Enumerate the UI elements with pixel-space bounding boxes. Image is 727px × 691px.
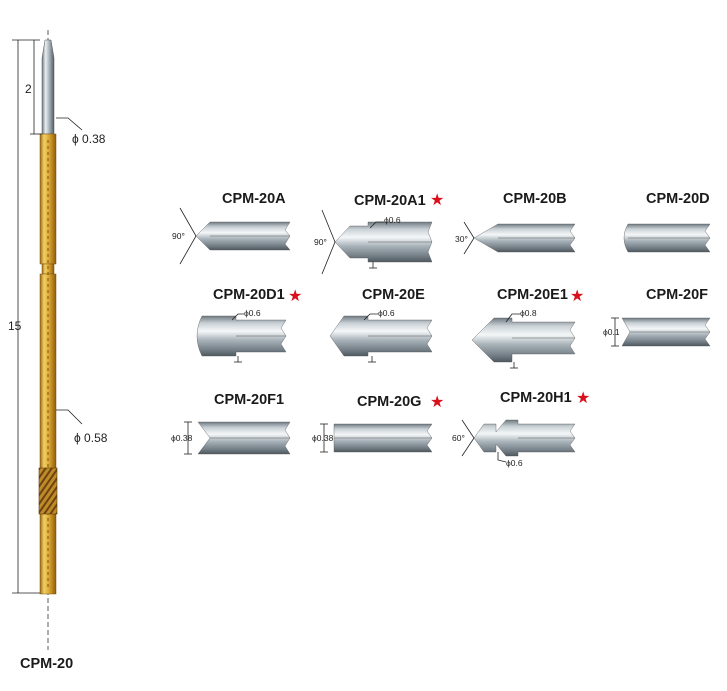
main-probe: 15 2 ϕ 0.38 ϕ 0.58 CPM-20	[8, 30, 108, 672]
tip-name: CPM-20E	[362, 287, 425, 303]
tip-cpm-20d: CPM-20D	[623, 191, 711, 253]
tip-angle: 60°	[452, 433, 465, 443]
tip-name: CPM-20D1	[213, 287, 285, 303]
tip-diameter: ϕ0.38	[312, 433, 334, 443]
tip-cpm-20d1: CPM-20D1 ★ ϕ0.6	[196, 287, 302, 363]
tip-cpm-20h1: CPM-20H1 ★ 60° ϕ0.6	[452, 390, 590, 468]
tip-angle: 90°	[314, 237, 327, 247]
tip-diameter: ϕ0.8	[520, 308, 537, 318]
tip-name: CPM-20H1	[500, 390, 572, 406]
tip-diameter: ϕ0.6	[244, 308, 261, 318]
tip-cpm-20a: CPM-20A 90°	[172, 191, 291, 265]
tip-name: CPM-20F	[646, 287, 708, 303]
tip-diameter: ϕ0.6	[378, 308, 395, 318]
tip-diameter-leader	[56, 117, 83, 131]
tip-name: CPM-20A1	[354, 193, 426, 209]
tip-cpm-20g: CPM-20G ★ ϕ0.38	[312, 394, 444, 453]
tip-name: CPM-20A	[222, 191, 286, 207]
length-dim-label: 15	[8, 319, 22, 333]
tip-angle: 30°	[455, 234, 468, 244]
tip-diameter-label: ϕ 0.38	[72, 132, 106, 146]
tip-cpm-20b: CPM-20B 30°	[455, 191, 576, 255]
star-icon: ★	[430, 394, 444, 411]
star-icon: ★	[576, 390, 590, 407]
main-probe-label: CPM-20	[20, 656, 73, 672]
tip-shape	[471, 317, 576, 363]
tip-diameter: ϕ0.6	[506, 458, 523, 468]
star-icon: ★	[570, 288, 584, 305]
tip-diameter: ϕ0.1	[603, 327, 620, 337]
tip-cpm-20e: CPM-20E ϕ0.6	[329, 287, 433, 363]
tip-cpm-20a1: CPM-20A1 ★ 90° ϕ0.6	[314, 192, 444, 275]
barrel-diameter-leader	[56, 409, 83, 425]
tip-cpm-20e1: CPM-20E1 ★ ϕ0.8	[471, 287, 584, 369]
star-icon: ★	[288, 288, 302, 305]
tip-cpm-20f1: CPM-20F1 ϕ0.38	[171, 392, 291, 455]
tip-cpm-20f: CPM-20F ϕ0.1	[603, 287, 711, 347]
tip-diameter: ϕ0.6	[384, 215, 401, 225]
tip-name: CPM-20D	[646, 191, 710, 207]
plunger-tip	[41, 39, 55, 135]
barrel-diameter-label: ϕ 0.58	[74, 431, 108, 445]
tip-name: CPM-20F1	[214, 392, 284, 408]
tip-name: CPM-20E1	[497, 287, 568, 303]
tip-name: CPM-20B	[503, 191, 567, 207]
tip-angle: 90°	[172, 231, 185, 241]
star-icon: ★	[430, 192, 444, 209]
tip-diameter: ϕ0.38	[171, 433, 193, 443]
tip-length-dim-label: 2	[25, 82, 32, 96]
tip-name: CPM-20G	[357, 394, 421, 410]
knurl-section	[38, 467, 58, 515]
